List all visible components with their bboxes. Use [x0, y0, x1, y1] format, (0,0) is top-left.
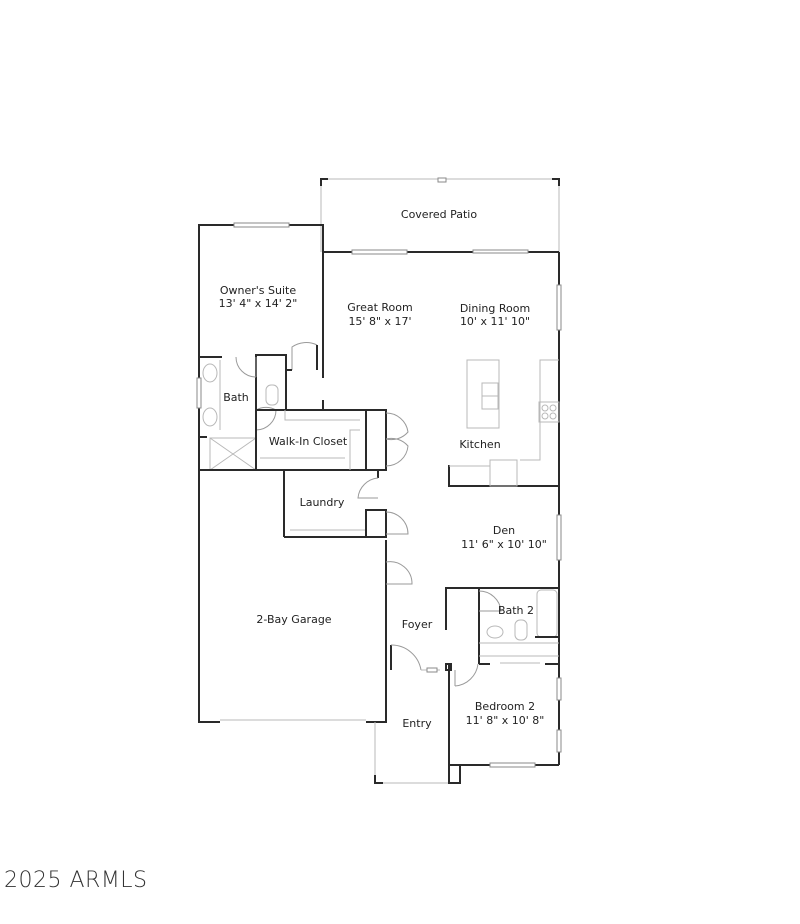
label-bath-2: Bath 2 [498, 604, 534, 617]
garage [198, 470, 413, 723]
walk-in-closet [199, 409, 409, 471]
label-owners-suite: Owner's Suite [220, 284, 296, 297]
owners-suite-walls [196, 222, 324, 470]
label-dining-room-dims: 10' x 11' 10" [460, 315, 530, 328]
owners-suite-door [286, 342, 324, 410]
label-dining-room: Dining Room [460, 302, 530, 315]
label-entry: Entry [402, 717, 432, 730]
label-kitchen: Kitchen [459, 438, 500, 451]
laundry-room [283, 470, 409, 538]
label-bath: Bath [223, 391, 249, 404]
label-bedroom-2-dims: 11' 8" x 10' 8" [466, 714, 545, 727]
entry-foyer [374, 644, 461, 784]
label-great-room: Great Room [347, 301, 412, 314]
label-den-dims: 11' 6" x 10' 10" [461, 538, 547, 551]
kitchen [448, 359, 560, 487]
label-covered-patio: Covered Patio [401, 208, 477, 221]
bedroom-2 [445, 662, 559, 765]
label-walk-in-closet: Walk-In Closet [269, 435, 348, 448]
covered-patio-outline [320, 177, 560, 252]
label-garage: 2-Bay Garage [256, 613, 331, 626]
label-bedroom-2: Bedroom 2 [475, 700, 535, 713]
watermark: 2025 ARMLS [4, 868, 148, 893]
label-great-room-dims: 15' 8" x 17' [348, 315, 411, 328]
label-foyer: Foyer [402, 618, 433, 631]
bath-2 [445, 587, 559, 664]
label-owners-suite-dims: 13' 4" x 14' 2" [219, 297, 298, 310]
room-labels: Covered Patio Owner's Suite 13' 4" x 14'… [219, 208, 547, 730]
label-den: Den [493, 524, 515, 537]
main-house-walls [323, 249, 562, 768]
label-laundry: Laundry [300, 496, 345, 509]
master-bath [199, 354, 287, 471]
